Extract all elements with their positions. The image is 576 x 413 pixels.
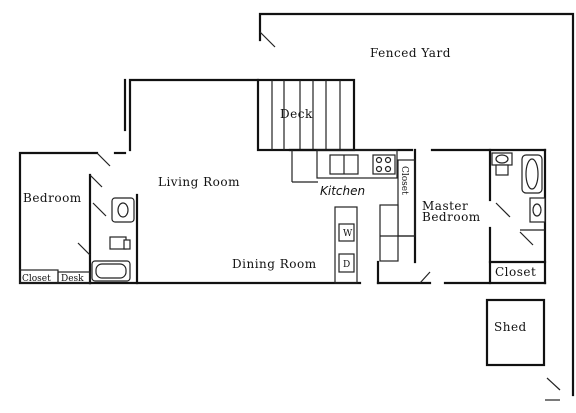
fenced-yard-label: Fenced Yard [370, 46, 451, 60]
deck-label: Deck [280, 107, 313, 121]
closet-left-label: Closet [22, 274, 51, 284]
kitchen-fixtures [316, 149, 416, 262]
shed [485, 298, 561, 401]
living-room-label: Living Room [158, 175, 240, 189]
dining-room-label: Dining Room [232, 257, 317, 271]
bedroom-label: Bedroom [23, 191, 82, 205]
washer-label: W [343, 229, 353, 239]
kitchen-label: Kitchen [320, 184, 365, 198]
desk-label: Desk [61, 274, 84, 284]
closet-vertical-label: Closet [399, 166, 409, 195]
master-bedroom-label-line1: Master [422, 199, 468, 213]
master-bathroom [491, 152, 546, 223]
shed-label: Shed [494, 320, 527, 334]
closet-right-label: Closet [495, 265, 536, 279]
door-swings [77, 150, 534, 284]
left-bathroom [91, 197, 135, 282]
fenced-yard-outline [258, 12, 575, 397]
master-bedroom-label-line2: Bedroom [422, 210, 481, 224]
laundry [334, 206, 358, 284]
bedroom-storage [19, 269, 91, 284]
dryer-label: D [343, 260, 350, 270]
